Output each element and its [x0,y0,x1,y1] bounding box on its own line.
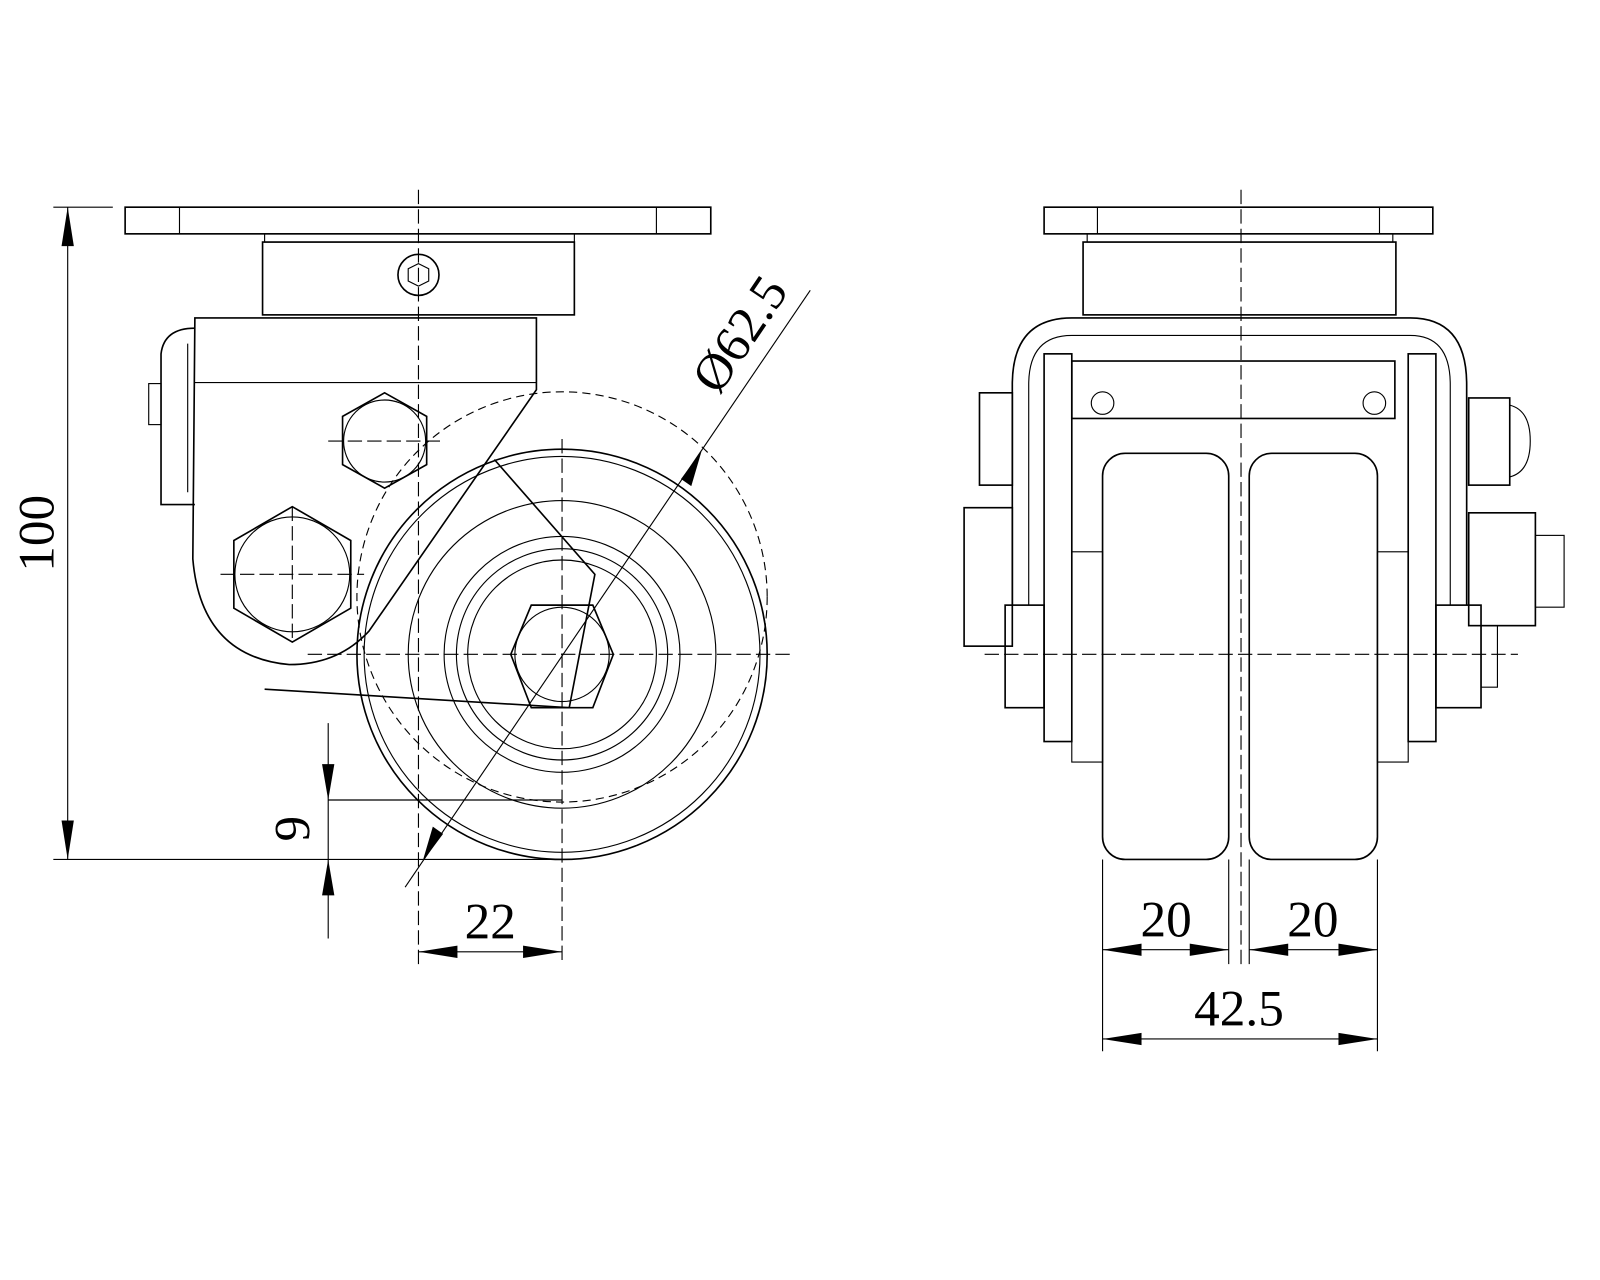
clearance-dimension: 9 [265,723,563,939]
offset-dimension: 22 [418,893,563,958]
front-top-plate [1043,206,1434,235]
swivel-housing [261,241,576,316]
front-fork [1011,317,1468,743]
left-wheel-width-label: 20 [1141,891,1192,948]
diameter-label: Ø62.5 [681,266,799,403]
brake-pin [148,383,162,426]
clearance-label: 9 [265,816,322,842]
diameter-dimension: Ø62.5 [404,266,811,888]
brake-bracket [160,327,195,506]
fork-bracket [191,317,538,666]
hex-socket-screw-icon [397,253,440,297]
height-label: 100 [8,495,65,572]
left-wheel [1071,452,1230,861]
axle-hex-nut-icon [509,604,615,709]
small-hex-bolt-icon [328,391,442,490]
front-swivel-housing [1082,241,1397,316]
right-wheel [1248,452,1409,861]
side-view: 100 Ø62.5 9 22 [8,189,811,965]
offset-label: 22 [465,893,516,950]
swivel-radius-circle [356,391,768,803]
bearing-ring [264,233,575,243]
large-hex-bolt-icon [220,505,365,643]
right-wheel-width-label: 20 [1287,891,1338,948]
overall-width-label: 42.5 [1194,981,1284,1038]
fork-leg [264,458,596,709]
wheel-width-dimensions: 20 20 42.5 [1102,859,1378,1052]
front-hex-nuts-icon [963,392,1565,709]
height-dimension: 100 [8,206,563,861]
front-view: 20 20 42.5 [963,189,1565,1052]
